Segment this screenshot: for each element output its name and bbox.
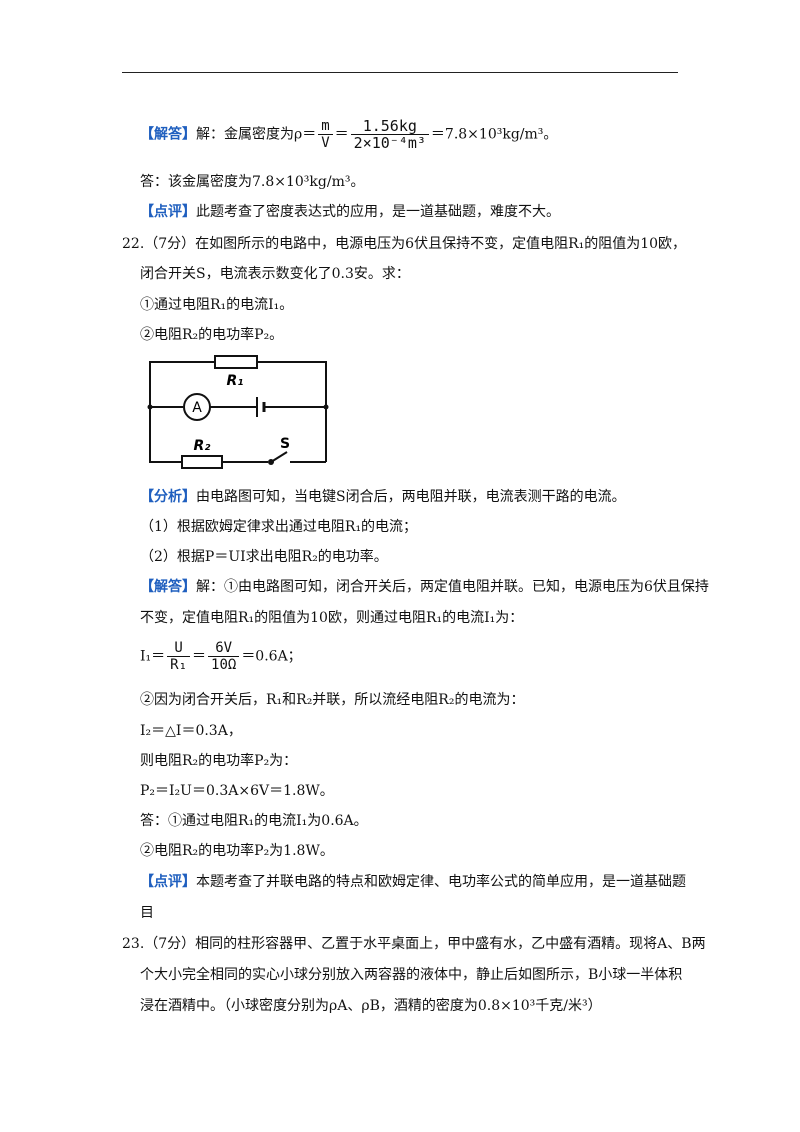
- label-switch: S: [280, 436, 290, 452]
- solution-line5: I₂＝△I＝0.3A，: [140, 723, 242, 739]
- solution-line7: P₂＝I₂U＝0.3A×6V＝1.8W。: [140, 783, 334, 799]
- label-ammeter: A: [192, 400, 202, 416]
- resistor-r2: [181, 455, 223, 469]
- solution-line2: 不变，定值电阻R₁的阻值为10欧，则通过电阻R₁的电流I₁为：: [140, 610, 524, 626]
- comment-1: 【点评】此题考查了密度表达式的应用，是一道基础题，难度不大。: [140, 204, 560, 220]
- circuit-diagram: R₁ A R₂ S: [147, 355, 329, 469]
- solution-line6: 则电阻R₂的电功率P₂为：: [140, 753, 298, 769]
- q22-item2: ②电阻R₂的电功率P₂。: [140, 327, 284, 343]
- answer-tag: 【解答】: [140, 126, 196, 143]
- label-r2: R₂: [194, 438, 212, 454]
- q23-line2: 个大小完全相同的实心小球分别放入两容器的液体中，静止后如图所示，B小球一半体积: [140, 967, 683, 983]
- analysis-step1: （1）根据欧姆定律求出通过电阻R₁的电流；: [140, 519, 418, 535]
- density-answer: 答：该金属密度为7.8×10³kg/m³。: [140, 174, 365, 190]
- q23-line3: 浸在酒精中。（小球密度分别为ρA、ρB，酒精的密度为0.8×10³千克/米³）: [140, 998, 602, 1014]
- solution-answer1: 答：①通过电阻R₁的电流I₁为0.6A。: [140, 813, 368, 829]
- solution-answer2: ②电阻R₂的电功率P₂为1.8W。: [140, 843, 334, 859]
- q23-line1: 23.（7分）相同的柱形容器甲、乙置于水平桌面上，甲中盛有水，乙中盛有酒精。现将…: [122, 936, 706, 952]
- switch-blade: [270, 451, 288, 463]
- solution-line4: ②因为闭合开关后，R₁和R₂并联，所以流经电阻R₂的电流为：: [140, 692, 525, 708]
- label-r1: R₁: [227, 373, 244, 389]
- comment-2-cont: 目: [140, 905, 154, 921]
- q22-item1: ①通过电阻R₁的电流I₁。: [140, 297, 294, 313]
- analysis-line: 【分析】由电路图可知，当电键S闭合后，两电阻并联，电流表测干路的电流。: [140, 489, 626, 505]
- comment-2: 【点评】本题考查了并联电路的特点和欧姆定律、电功率公式的简单应用，是一道基础题: [140, 874, 686, 890]
- resistor-r1: [214, 355, 258, 369]
- q22-line2: 闭合开关S，电流表示数变化了0.3安。求：: [140, 266, 410, 282]
- density-result: ＝7.8×10³kg/m³。: [430, 126, 558, 143]
- solution-line1: 【解答】解：①由电路图可知，闭合开关后，两定值电阻并联。已知，电源电压为6伏且保…: [140, 579, 709, 595]
- density-lead: 解：金属密度为ρ＝: [196, 126, 317, 143]
- header-rule: [122, 72, 678, 73]
- q22-line1: 22.（7分）在如图所示的电路中，电源电压为6伏且保持不变，定值电阻R₁的阻值为…: [122, 236, 687, 252]
- analysis-step2: （2）根据P＝UI求出电阻R₂的电功率。: [140, 549, 388, 565]
